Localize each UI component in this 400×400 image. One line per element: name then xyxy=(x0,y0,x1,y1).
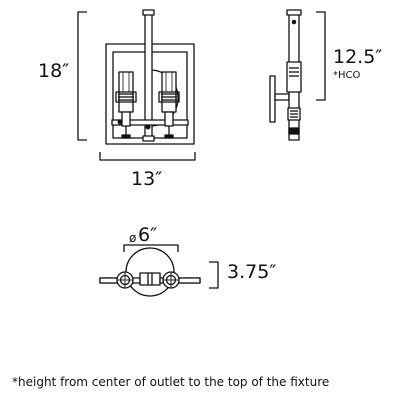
hco-bracket xyxy=(316,11,326,101)
width-label: 13″ xyxy=(131,168,163,190)
top-canopy xyxy=(125,247,175,297)
left-shade xyxy=(115,71,137,139)
top-view xyxy=(99,247,201,297)
depth-label: 3.75″ xyxy=(227,261,277,283)
hco-tag: *HCO xyxy=(333,70,361,81)
width-bracket xyxy=(99,152,196,161)
top-left-shade xyxy=(116,271,134,289)
diameter-symbol: ø xyxy=(129,231,137,245)
hco-label: 12.5″ xyxy=(333,46,383,68)
diameter-bracket xyxy=(123,244,179,252)
height-label: 18″ xyxy=(38,60,70,82)
front-view xyxy=(105,9,195,145)
side-wall-plate xyxy=(269,75,276,123)
height-bracket xyxy=(77,11,87,141)
top-right-shade xyxy=(162,271,180,289)
footnote: *height from center of outlet to the top… xyxy=(12,375,330,389)
depth-bracket xyxy=(209,261,219,289)
horizontal-arm xyxy=(111,119,189,126)
diameter-label: 6″ xyxy=(138,224,158,246)
side-view xyxy=(269,9,302,141)
right-shade xyxy=(158,71,180,139)
